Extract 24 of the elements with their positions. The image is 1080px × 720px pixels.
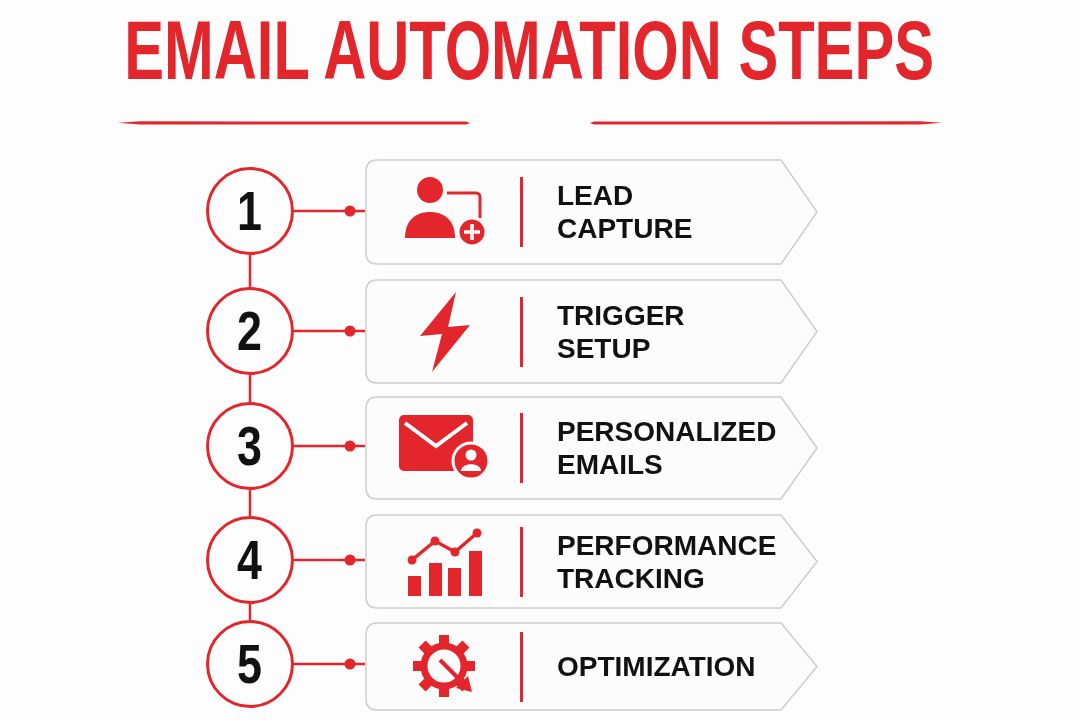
step-number: 4 <box>237 532 263 588</box>
step-label: PERSONALIZED EMAILS <box>557 415 777 481</box>
connector-line <box>294 325 365 337</box>
step-number: 5 <box>237 636 263 692</box>
step-label: OPTIMIZATION <box>557 650 756 683</box>
step-number: 2 <box>237 303 263 359</box>
connector-line <box>294 658 365 670</box>
connector-line <box>294 205 365 217</box>
title: EMAIL AUTOMATION STEPS <box>124 8 934 92</box>
step-arrow-card <box>365 396 818 500</box>
step-label: TRIGGER SETUP <box>557 298 685 365</box>
connector-line <box>248 255 252 287</box>
connector-line <box>294 554 365 566</box>
step-label: LEAD CAPTURE <box>557 179 693 245</box>
step-arrow-card <box>365 159 818 265</box>
step-arrow-card <box>365 622 818 711</box>
step-number: 1 <box>237 183 263 239</box>
connector-line <box>248 490 252 516</box>
step-number: 3 <box>237 418 263 474</box>
connector-line <box>294 440 365 452</box>
connector-line <box>248 375 252 402</box>
step-arrow-card <box>365 514 818 609</box>
step-label: PERFORMANCE TRACKING <box>557 528 777 595</box>
step-arrow-card <box>365 279 818 384</box>
